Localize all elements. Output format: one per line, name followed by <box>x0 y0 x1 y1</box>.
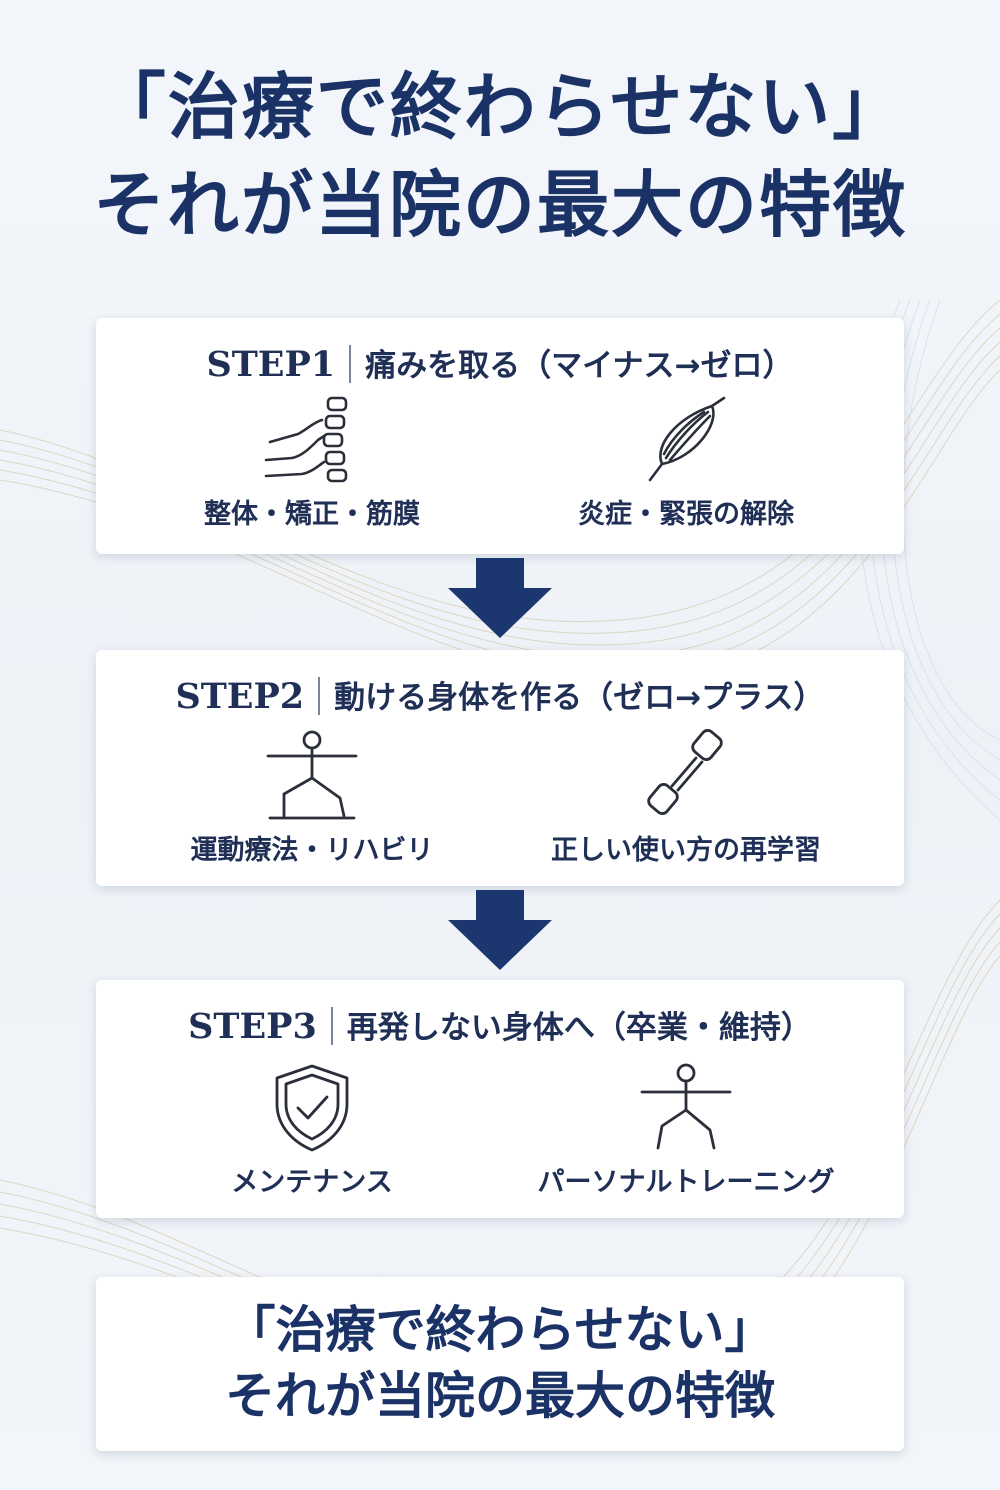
step3-feature-1-text: メンテナンス <box>231 1167 393 1198</box>
step3-feature-2-text: パーソナルトレーニング <box>537 1167 835 1198</box>
closing-line-2: それが当院の最大の特徴 <box>225 1366 775 1425</box>
dumbbell-icon <box>647 729 723 815</box>
closing-line-1: 「治療で終わらせない」 <box>225 1300 775 1359</box>
step1-feature-2-text: 炎症・緊張の解除 <box>578 499 794 530</box>
step3-label: STEP3 <box>188 1006 317 1047</box>
step2-title: STEP2 動ける身体を作る（ゼロ→プラス） <box>96 672 904 721</box>
step3-divider <box>330 1006 333 1045</box>
headline-line-2: それが当院の最大の特徴 <box>92 162 907 247</box>
step1-divider <box>349 344 352 383</box>
headline: 「治療で終わらせない」 それが当院の最大の特徴 <box>0 58 1000 254</box>
down-arrow-icon <box>448 890 552 970</box>
step1-label: STEP1 <box>206 344 336 385</box>
training-figure-icon <box>640 1063 732 1150</box>
step1-title: STEP1 痛みを取る（マイナス→ゼロ） <box>96 340 904 389</box>
closing-message-card: 「治療で終わらせない」 それが当院の最大の特徴 <box>96 1277 904 1451</box>
step2-feature-1-text: 運動療法・リハビリ <box>190 835 434 866</box>
down-arrow-icon <box>448 558 552 638</box>
step3-feature-1: メンテナンス <box>132 1062 492 1199</box>
step2-subtitle: 動ける身体を作る（ゼロ→プラス） <box>334 680 825 716</box>
step2-feature-2: 正しい使い方の再学習 <box>506 728 866 867</box>
step3-title: STEP3 再発しない身体へ（卒業・維持） <box>96 1002 904 1051</box>
step3-card: STEP3 再発しない身体へ（卒業・維持） メンテナンス パーソナルトレーニング <box>96 980 904 1218</box>
step2-divider <box>318 676 321 715</box>
step1-feature-1: 整体・矯正・筋膜 <box>132 396 492 531</box>
step1-card: STEP1 痛みを取る（マイナス→ゼロ） 整体・矯正・筋膜 <box>96 318 904 554</box>
step3-subtitle: 再発しない身体へ（卒業・維持） <box>346 1010 812 1046</box>
step1-feature-1-text: 整体・矯正・筋膜 <box>204 499 420 530</box>
muscle-icon <box>648 396 726 482</box>
step1-feature-2: 炎症・緊張の解除 <box>506 396 866 531</box>
step2-card: STEP2 動ける身体を作る（ゼロ→プラス） 運動療法・リハビリ 正しい使い方の再… <box>96 650 904 886</box>
step1-subtitle: 痛みを取る（マイナス→ゼロ） <box>365 348 794 384</box>
step2-feature-2-text: 正しい使い方の再学習 <box>551 835 821 866</box>
spine-hand-icon <box>264 396 348 483</box>
step2-feature-1: 運動療法・リハビリ <box>132 728 492 867</box>
shield-check-icon <box>275 1064 349 1152</box>
step2-label: STEP2 <box>175 676 305 717</box>
headline-line-1: 「治療で終わらせない」 <box>93 64 907 149</box>
lunge-figure-icon <box>266 730 358 820</box>
step3-feature-2: パーソナルトレーニング <box>506 1062 866 1199</box>
